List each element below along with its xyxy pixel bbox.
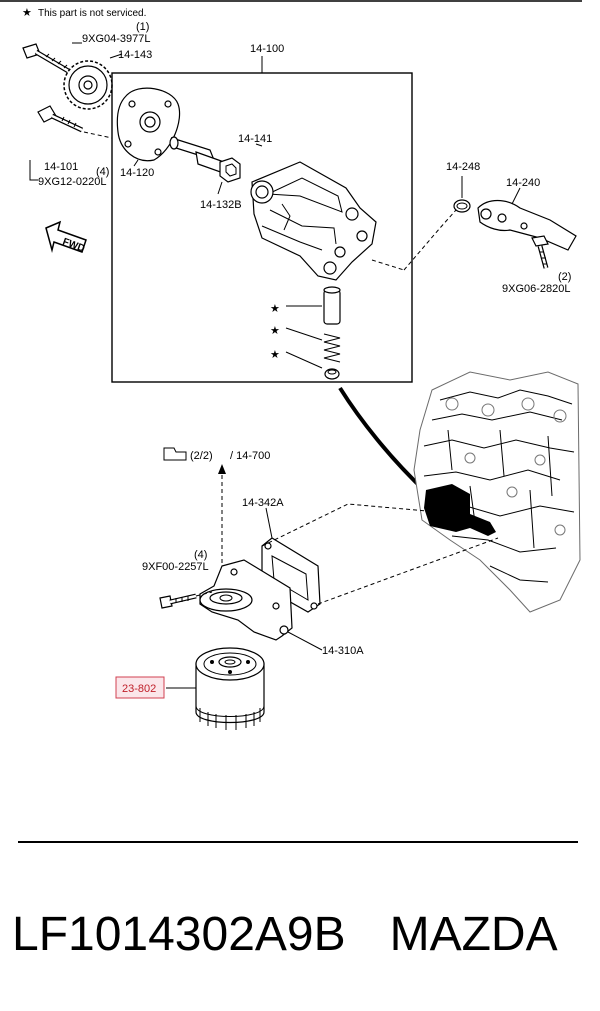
label-filter-body: 14-310A xyxy=(322,645,364,657)
filter-body-14-310a xyxy=(199,559,293,641)
label-pump-assembly: 14-100 xyxy=(250,43,284,55)
label-bolt-9xg04-qty: (1) xyxy=(136,21,149,33)
label-oil-filter[interactable]: 23-802 xyxy=(122,683,156,695)
bolt-9xf00 xyxy=(159,593,197,609)
relief-plug xyxy=(324,368,340,380)
bolt-9xg06 xyxy=(531,235,549,269)
label-reference: (2/2) xyxy=(190,450,213,462)
bolt-9xg04 xyxy=(22,43,72,75)
oil-filter-23-802 xyxy=(195,647,265,730)
reference-icon xyxy=(163,447,187,461)
label-bolt-9xg06: 9XG06-2820L xyxy=(502,283,571,295)
label-pump-shaft: 14-141 xyxy=(238,133,272,145)
label-pump-cover: 14-120 xyxy=(120,167,154,179)
notice-star: ★ xyxy=(22,7,32,19)
label-bolt-9xf00-qty: (4) xyxy=(194,549,207,561)
label-bolt-9xg12-qty: (4) xyxy=(96,166,109,178)
notice-text: This part is not serviced. xyxy=(38,8,146,19)
label-baffle: 14-240 xyxy=(506,177,540,189)
label-reference-target: / 14-700 xyxy=(230,450,270,462)
footer-part-number: LF1014302A9B xyxy=(12,908,346,961)
label-bolt-9xg04: 9XG04-3977L xyxy=(82,33,151,45)
footer-brand: MAZDA xyxy=(389,908,558,961)
pointer-curve xyxy=(338,386,428,494)
baffle-14-240 xyxy=(477,199,577,251)
label-group-14-101: 14-101 xyxy=(44,161,78,173)
label-bolt-9xg06-qty: (2) xyxy=(558,271,571,283)
oil-pump-body xyxy=(250,161,377,281)
label-bolt-9xf00: 9XF00-2257L xyxy=(142,561,209,573)
relief-plunger xyxy=(323,286,341,325)
engine-block xyxy=(413,371,581,613)
label-coupling: 14-132B xyxy=(200,199,242,211)
sprocket-14-143 xyxy=(63,60,113,110)
label-gasket: 14-342A xyxy=(242,497,284,509)
pump-cover-14-120 xyxy=(116,87,181,162)
bolt-14-101 xyxy=(37,105,84,133)
label-o-ring: 14-248 xyxy=(446,161,480,173)
label-bolt-9xg12: 9XG12-0220L xyxy=(38,176,107,188)
o-ring-14-248 xyxy=(453,199,471,213)
fwd-arrow-icon: FWD xyxy=(45,220,87,255)
star-relief-spring: ★ xyxy=(270,325,280,337)
pump-location-highlight xyxy=(424,484,496,536)
pump-shaft-14-141 xyxy=(169,136,227,175)
star-relief-plunger: ★ xyxy=(270,303,280,315)
footer-part-line: LF1014302A9B MAZDA xyxy=(12,905,592,965)
star-relief-plug: ★ xyxy=(270,349,280,361)
coupling-14-132b xyxy=(219,157,241,183)
label-sprocket: 14-143 xyxy=(118,49,152,61)
oil-filter-callout-box[interactable] xyxy=(115,676,165,699)
relief-spring xyxy=(323,333,341,363)
